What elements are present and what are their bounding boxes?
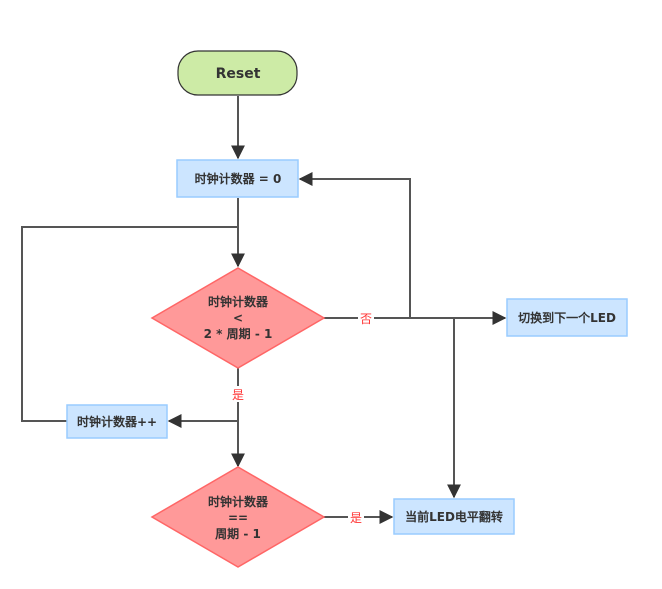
node-reset-label: Reset	[216, 66, 261, 82]
decision-equal-line-1: 时钟计数器	[208, 494, 269, 509]
edge-counter-inc-loop-back	[21, 226, 238, 422]
node-decision-less[interactable]: 时钟计数器 < 2 * 周期 - 1	[150, 267, 326, 369]
edge-label-yes-right-text: 是	[350, 511, 362, 525]
node-toggle-led[interactable]: 当前LED电平翻转	[393, 498, 515, 535]
node-next-led[interactable]: 切换到下一个LED	[506, 298, 628, 337]
edge-label-yes-right: 是	[348, 509, 364, 525]
decision-less-line-1: 时钟计数器	[208, 294, 269, 309]
decision-equal-line-3: 周期 - 1	[215, 526, 261, 541]
decision-less-line-3: 2 * 周期 - 1	[204, 326, 273, 341]
edge-label-no-text: 否	[360, 312, 372, 326]
decision-equal-line-2: ==	[228, 511, 248, 525]
node-reset[interactable]: Reset	[177, 50, 298, 96]
node-next-led-label: 切换到下一个LED	[518, 310, 616, 325]
edge-label-no: 否	[358, 310, 374, 326]
edge-label-yes-down: 是	[230, 386, 246, 402]
node-toggle-led-label: 当前LED电平翻转	[405, 509, 503, 524]
edge-no-branch-to-counter-zero	[298, 172, 411, 318]
node-counter-inc-label: 时钟计数器++	[77, 414, 157, 429]
decision-less-line-2: <	[233, 311, 243, 325]
edges	[21, 96, 507, 524]
node-decision-equal[interactable]: 时钟计数器 == 周期 - 1	[150, 466, 326, 568]
node-counter-inc[interactable]: 时钟计数器++	[66, 404, 168, 439]
node-counter-zero-label: 时钟计数器 = 0	[195, 171, 282, 186]
edge-label-yes-down-text: 是	[232, 388, 244, 402]
node-counter-zero[interactable]: 时钟计数器 = 0	[176, 159, 299, 198]
